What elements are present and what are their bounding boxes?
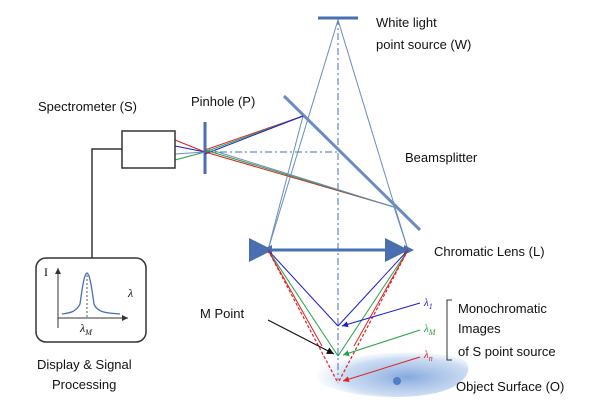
- display-label-2: Processing: [52, 377, 116, 392]
- return-ray-right: [393, 206, 409, 251]
- pinhole-label: Pinhole (P): [191, 94, 255, 109]
- lambda1-label: λ1: [423, 297, 433, 311]
- source-cone-right: [337, 19, 409, 251]
- beamsplitter-label: Beamsplitter: [405, 150, 478, 165]
- m-point-label: M Point: [200, 306, 244, 321]
- lambdaN-label: λn: [423, 349, 433, 363]
- return-ray-left: [267, 115, 304, 251]
- inset-peak-label: λM: [79, 321, 93, 337]
- lambdaM-arrow: [342, 329, 421, 357]
- inset-y-label: I: [44, 265, 48, 279]
- converging-rays: [267, 249, 409, 384]
- signal-wire: [91, 148, 122, 258]
- mono-label-1: Monochromatic: [458, 301, 547, 316]
- inset-spectrum-peak: [61, 272, 121, 315]
- mono-label-3: of S point source: [458, 344, 556, 359]
- colored-rays-to-pinhole: [174, 115, 395, 208]
- white-light-label-2: point source (W): [376, 37, 471, 52]
- mono-bracket: [446, 299, 452, 361]
- object-surface: [316, 352, 469, 398]
- m-point-arrow: [267, 319, 335, 355]
- lambda1-arrow: [341, 302, 421, 328]
- lambdaN-arrow: [342, 356, 421, 383]
- object-surface-label: Object Surface (O): [456, 379, 564, 394]
- spectrometer-box: [121, 130, 176, 169]
- display-label-1: Display & Signal: [37, 357, 132, 372]
- beamsplitter: [282, 94, 422, 232]
- white-light-label: White light: [376, 15, 437, 30]
- chromatic-lens-label: Chromatic Lens (L): [434, 244, 545, 259]
- source-cone-left: [267, 19, 339, 251]
- spectrometer-label: Spectrometer (S): [38, 99, 137, 114]
- inset-x-label: λ: [127, 286, 133, 300]
- lambdaM-label: λM: [423, 323, 437, 337]
- object-surface-dot: [393, 377, 401, 385]
- mono-label-2: Images: [458, 321, 501, 336]
- display-box: [35, 257, 147, 343]
